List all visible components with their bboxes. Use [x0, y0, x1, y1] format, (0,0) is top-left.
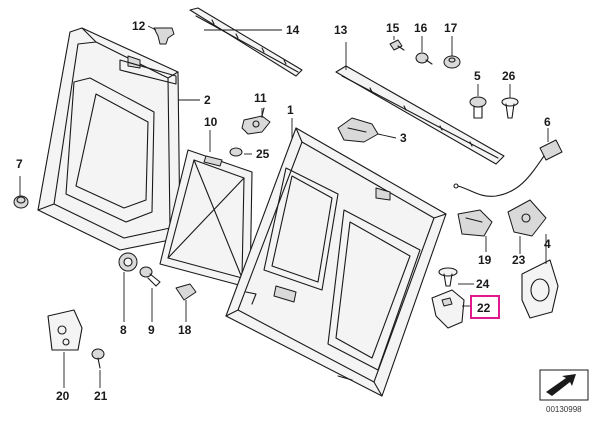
- callout-13: 13: [334, 23, 348, 37]
- part-7-knob[interactable]: [13, 195, 29, 209]
- callout-14: 14: [286, 23, 300, 37]
- callout-18: 18: [178, 323, 192, 337]
- callout-11: 11: [254, 91, 267, 105]
- callout-6: 6: [544, 115, 551, 129]
- part-1-main-backrest-frame[interactable]: [225, 127, 447, 397]
- part-21-screw[interactable]: [91, 348, 105, 369]
- callout-16: 16: [414, 21, 428, 35]
- callout-20: 20: [56, 389, 70, 403]
- part-19-bracket[interactable]: [457, 209, 493, 237]
- part-8-grommet[interactable]: [118, 252, 138, 272]
- callout-19: 19: [478, 253, 492, 267]
- callout-4: 4: [544, 237, 551, 251]
- part-23-latch-plate[interactable]: [507, 199, 547, 237]
- orientation-arrow-icon: [539, 369, 589, 401]
- part-16-bolt[interactable]: [415, 52, 433, 65]
- part-11-bracket[interactable]: [241, 107, 271, 135]
- callout-10: 10: [204, 115, 218, 129]
- part-18-clip[interactable]: [175, 283, 197, 301]
- part-5-fastener[interactable]: [469, 96, 487, 119]
- part-17-nut[interactable]: [443, 55, 461, 69]
- part-20-hinge-bracket[interactable]: [47, 309, 83, 351]
- highlight-box-22: [470, 295, 500, 319]
- callout-2: 2: [204, 93, 211, 107]
- part-10-frame-panel[interactable]: [159, 149, 253, 289]
- callout-8: 8: [120, 323, 127, 337]
- callout-5: 5: [474, 69, 481, 83]
- callout-12: 12: [132, 19, 146, 33]
- part-14-rail[interactable]: [189, 7, 303, 77]
- callout-22: 22: [477, 301, 491, 315]
- callout-17: 17: [444, 21, 458, 35]
- part-22-cover[interactable]: [431, 289, 465, 329]
- callout-23: 23: [512, 253, 526, 267]
- callout-26: 26: [502, 69, 516, 83]
- callout-15: 15: [386, 21, 400, 35]
- part-4-trim-cover[interactable]: [521, 259, 559, 319]
- part-26-push-pin[interactable]: [501, 97, 519, 119]
- document-number: 00130998: [546, 405, 582, 414]
- part-2-left-backrest-frame[interactable]: [37, 27, 181, 251]
- part-3-latch[interactable]: [337, 117, 379, 143]
- callout-labels: 12 14 13 15 16 17 2 5 26 11 1 10 6 3 25 …: [16, 19, 551, 403]
- part-13-rail[interactable]: [335, 65, 505, 165]
- callout-9: 9: [148, 323, 155, 337]
- callout-21: 21: [94, 389, 108, 403]
- part-24-push-clip[interactable]: [438, 267, 458, 287]
- callout-25: 25: [256, 147, 270, 161]
- part-6-cable[interactable]: [453, 139, 563, 197]
- callout-7: 7: [16, 157, 23, 171]
- callout-24: 24: [476, 277, 490, 291]
- part-12-clip[interactable]: [153, 27, 175, 45]
- callout-1: 1: [287, 103, 294, 117]
- part-25-cap[interactable]: [229, 147, 243, 157]
- callout-3: 3: [400, 131, 407, 145]
- part-9-bolt[interactable]: [139, 266, 161, 287]
- leader-lines: [19, 25, 549, 388]
- part-15-screw[interactable]: [389, 39, 405, 51]
